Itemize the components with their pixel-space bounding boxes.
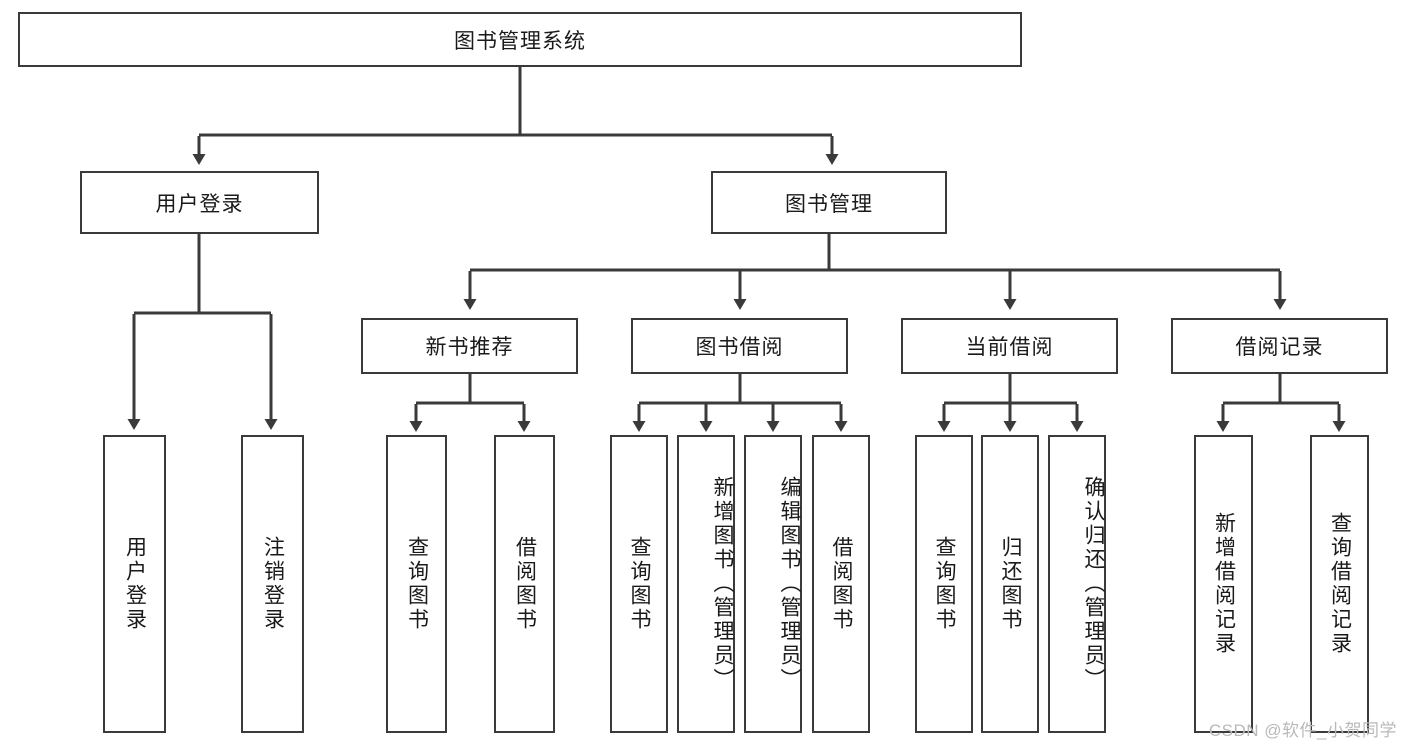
leaf-user-login-logout[interactable]: 注销登录 — [241, 435, 304, 733]
node-borrow-record[interactable]: 借阅记录 — [1171, 318, 1388, 374]
node-new-book-recommend[interactable]: 新书推荐 — [361, 318, 578, 374]
leaf-borrow-borrow-book-label: 借阅图书 — [830, 536, 854, 632]
leaf-new-book-query[interactable]: 查询图书 — [386, 435, 447, 733]
node-root[interactable]: 图书管理系统 — [18, 12, 1022, 67]
leaf-current-confirm-return-label: 确认归还（管理员） — [1082, 476, 1105, 692]
leaf-borrow-add-book-label: 新增图书（管理员） — [711, 476, 734, 692]
leaf-record-add-label: 新增借阅记录 — [1212, 512, 1236, 656]
leaf-borrow-edit-book-label: 编辑图书（管理员） — [778, 476, 801, 692]
watermark: CSDN @软件_小贺同学 — [1208, 721, 1397, 740]
leaf-borrow-query-book-label: 查询图书 — [628, 536, 652, 632]
node-current-borrow[interactable]: 当前借阅 — [901, 318, 1118, 374]
node-borrow-record-label: 借阅记录 — [1235, 336, 1324, 359]
node-book-management-label: 图书管理 — [785, 192, 873, 216]
leaf-new-book-borrow-label: 借阅图书 — [513, 536, 537, 632]
leaf-record-add[interactable]: 新增借阅记录 — [1194, 435, 1253, 733]
leaf-borrow-add-book[interactable]: 新增图书（管理员） — [677, 435, 735, 733]
leaf-user-login-login[interactable]: 用户登录 — [103, 435, 166, 733]
node-user-login-label: 用户登录 — [155, 192, 244, 216]
leaf-borrow-edit-book[interactable]: 编辑图书（管理员） — [744, 435, 802, 733]
node-book-borrow-label: 图书借阅 — [695, 336, 784, 359]
node-current-borrow-label: 当前借阅 — [965, 336, 1054, 359]
leaf-current-query-book[interactable]: 查询图书 — [915, 435, 973, 733]
leaf-record-query-label: 查询借阅记录 — [1328, 512, 1352, 656]
leaf-current-query-book-label: 查询图书 — [933, 536, 957, 632]
node-book-borrow[interactable]: 图书借阅 — [631, 318, 848, 374]
leaf-user-login-logout-label: 注销登录 — [261, 536, 285, 632]
node-root-label: 图书管理系统 — [454, 29, 586, 53]
leaf-current-return-book[interactable]: 归还图书 — [981, 435, 1039, 733]
node-book-management[interactable]: 图书管理 — [711, 171, 947, 234]
leaf-user-login-login-label: 用户登录 — [123, 536, 147, 632]
leaf-new-book-borrow[interactable]: 借阅图书 — [494, 435, 555, 733]
leaf-record-query[interactable]: 查询借阅记录 — [1310, 435, 1369, 733]
node-user-login[interactable]: 用户登录 — [80, 171, 319, 234]
leaf-new-book-query-label: 查询图书 — [405, 536, 429, 632]
leaf-current-confirm-return[interactable]: 确认归还（管理员） — [1048, 435, 1106, 733]
node-new-book-recommend-label: 新书推荐 — [425, 336, 514, 359]
leaf-borrow-query-book[interactable]: 查询图书 — [610, 435, 668, 733]
leaf-borrow-borrow-book[interactable]: 借阅图书 — [812, 435, 870, 733]
leaf-current-return-book-label: 归还图书 — [999, 536, 1023, 632]
